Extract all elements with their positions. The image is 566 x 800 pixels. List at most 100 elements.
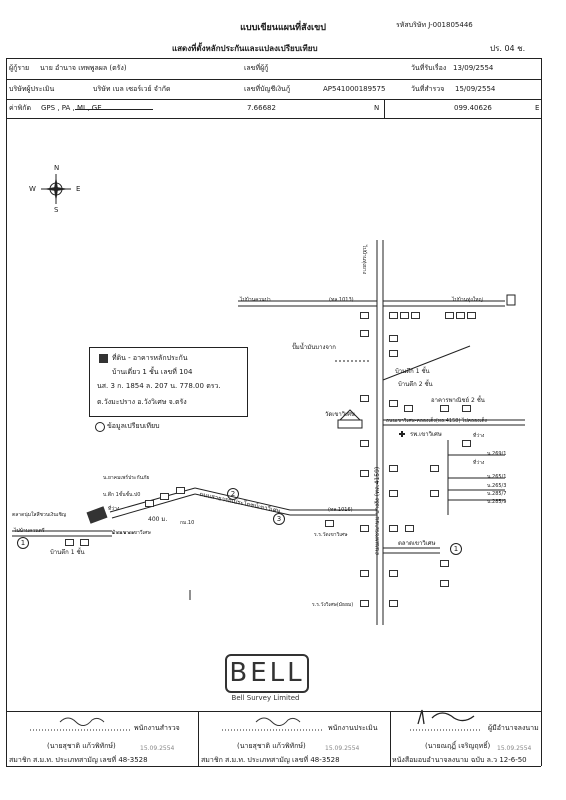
compass-north: N: [54, 164, 60, 172]
label-to-left-1013: ไปบ้านควนปา: [240, 297, 271, 303]
marker-1: 1: [17, 537, 29, 549]
footer-name-3: (นายณฤฏิ์ เจริญฤทธิ์): [425, 742, 491, 750]
label-lot-1: น.269/1: [487, 451, 507, 457]
label-hospital: รพ.เขาวิเศษ: [410, 431, 442, 438]
label-market: ตลาดเขาวิเศษ: [398, 540, 436, 547]
house-icon: [440, 405, 449, 412]
label-road-4158: ถนนเขาวิเศษ-คลองเต็ง(ทล.4158) ไปคลองเต็ง: [386, 418, 487, 424]
marker-comparison: 1: [450, 543, 462, 555]
house-icon: [462, 440, 471, 447]
bell-logo-text: BELL: [225, 654, 309, 693]
borrower-value: นาย อำนาจ เทพพูลผล (ตรัง): [40, 64, 127, 72]
label-commercial-building: อาคารพาณิชย์ 2 ชั้น: [431, 397, 485, 404]
compass-rose: [35, 164, 77, 214]
footer-name-1: (นายสุชาติ แก้วพิทักษ์): [47, 742, 116, 750]
latitude-dir: N: [374, 104, 380, 112]
label-house-1-storey: บ้านตึก 1 ชั้น: [395, 368, 430, 375]
legend-line-5: ข้อมูลเปรียบเทียบ: [107, 422, 160, 430]
house-icon: [440, 580, 449, 587]
label-house-1-storey-b: บ้านตึก 1 ชั้น: [50, 549, 85, 556]
house-icon: [400, 312, 409, 319]
label-road-1013: (ทล.1013): [329, 297, 354, 303]
house-icon: [404, 405, 413, 412]
company-ref: รหัสบริษัท J-001805446: [396, 21, 473, 29]
house-icon: [360, 525, 369, 532]
footer-cert-2: สมาชิก ส.ม.ท. ประเภทสามัญ เลขที่ 48-3528: [201, 756, 340, 764]
footer-cert-3: หนังสือมอบอำนาจลงนาม ฉบับ ล.ว 12-6-50: [392, 756, 527, 764]
label-distance: 400 ม.: [148, 516, 168, 523]
house-icon: [325, 520, 334, 527]
account-value: AP541000189575: [323, 85, 386, 93]
borrower-label: ผู้กู้ราย: [9, 64, 30, 72]
legend-line-2: บ้านเดี่ยว 1 ชั้น เลขที่ 104: [112, 368, 193, 376]
label-road-1016: (ทล.1016): [328, 507, 353, 513]
house-icon: [145, 500, 154, 507]
borrower-no-label: เลขที่ผู้กู้: [244, 64, 269, 72]
house-icon: [445, 312, 454, 319]
house-icon: [360, 440, 369, 447]
label-school-2: ร.ร.วังวิเศษ(มัธยม): [312, 602, 354, 608]
form-title: แบบเขียนแผนที่สังเขป: [240, 23, 326, 33]
label-km: กม.10: [180, 520, 195, 526]
house-icon: [360, 395, 369, 402]
appraiser-label: บริษัทผู้ประเมิน: [9, 85, 55, 93]
latitude-value: 7.66682: [247, 104, 276, 112]
legend-line-1: ที่ดิน - อาคารหลักประกัน: [112, 354, 188, 362]
house-icon: [160, 493, 169, 500]
footer-name-2: (นายสุชาติ แก้วพิทักษ์): [237, 742, 306, 750]
label-main-road: ถนนเพชรเกษม-บางงัง (ทล.4159): [374, 466, 381, 555]
label-to-left-main: ไปบ้านควนตรี: [14, 528, 45, 534]
footer-date-stamp-3: 15.09.2554: [497, 745, 532, 752]
house-icon: [389, 350, 398, 357]
map-legend: ที่ดิน - อาคารหลักประกัน บ้านเดี่ยว 1 ชั…: [89, 347, 248, 417]
house-icon: [389, 570, 398, 577]
house-icon: [360, 570, 369, 577]
label-lot-4: น.285/7: [487, 491, 507, 497]
label-house-b: บ.ตึก 1ชั้นชั้น.ป0: [103, 492, 141, 498]
house-icon: [176, 487, 185, 494]
received-date-value: 13/09/2554: [453, 64, 494, 72]
label-north-road: ไปบ้านทุ่งยาง: [361, 245, 367, 275]
longitude-dir: E: [535, 104, 540, 112]
house-icon: [430, 465, 439, 472]
longitude-value: 099.40626: [454, 104, 492, 112]
house-icon: [440, 560, 449, 567]
coord-types: GPS , PA , MI , GE: [41, 104, 102, 112]
footer-role-3: ผู้มีอำนาจลงนาม: [488, 724, 539, 732]
label-vacant-1: ที่ว่าง: [473, 433, 485, 439]
bell-logo-subtitle: Bell Survey Limited: [231, 694, 300, 702]
house-icon: [389, 525, 398, 532]
house-icon: [389, 400, 398, 407]
house-icon: [360, 470, 369, 477]
label-house-2-storey: บ้านตึก 2 ชั้น: [398, 381, 433, 388]
label-insurance-shop: น.ยาคมเพร์ประกันภัย: [103, 475, 150, 481]
compass-west: W: [29, 185, 36, 193]
legend-line-4: ต.วังมะปราง อ.วังวิเศษ จ.ตรัง: [97, 398, 187, 406]
house-icon: [389, 490, 398, 497]
house-icon: [389, 600, 398, 607]
label-market-left: ตลาดนุ่มใสสีชวนเงินเชิญ: [12, 512, 67, 518]
label-vacant-3: ที่ว่าง: [108, 506, 120, 512]
house-icon: [360, 330, 369, 337]
label-lot-3: น.265/3: [487, 483, 507, 489]
form-subtitle: แสดงที่ตั้งหลักประกันและแปลงเปรียบเทียบ: [172, 44, 318, 53]
survey-date-label: วันที่สำรวจ: [411, 85, 445, 93]
house-icon: [411, 312, 420, 319]
appraiser-value: บริษัท เบล เซอร์เวย์ จำกัด: [93, 85, 171, 93]
survey-date-value: 15/09/2554: [455, 85, 496, 93]
marker-2: 2: [227, 488, 239, 500]
account-label: เลขที่บัญชีเงินกู้: [244, 85, 291, 93]
legend-line-3: นส. 3 ก. 1854 ล. 207 น. 778.00 ตรว.: [97, 382, 221, 390]
compass-south: S: [54, 206, 59, 214]
house-icon: [65, 539, 74, 546]
label-to-right-1013: ไปบ้านทุ่งใหญ่: [452, 297, 483, 303]
footer-date-stamp-1: 15.09.2554: [140, 745, 175, 752]
house-icon: [389, 465, 398, 472]
label-vacant-2: ที่ว่าง: [473, 460, 485, 466]
label-sign-left: ป้ายเขาอเขาวีเศษ: [112, 530, 151, 536]
marker-3: 3: [273, 513, 285, 525]
label-school-1: ร.ร.วัดเขาวิเศษ: [314, 532, 348, 538]
house-icon: [456, 312, 465, 319]
house-icon: [80, 539, 89, 546]
compass-east: E: [76, 185, 81, 193]
